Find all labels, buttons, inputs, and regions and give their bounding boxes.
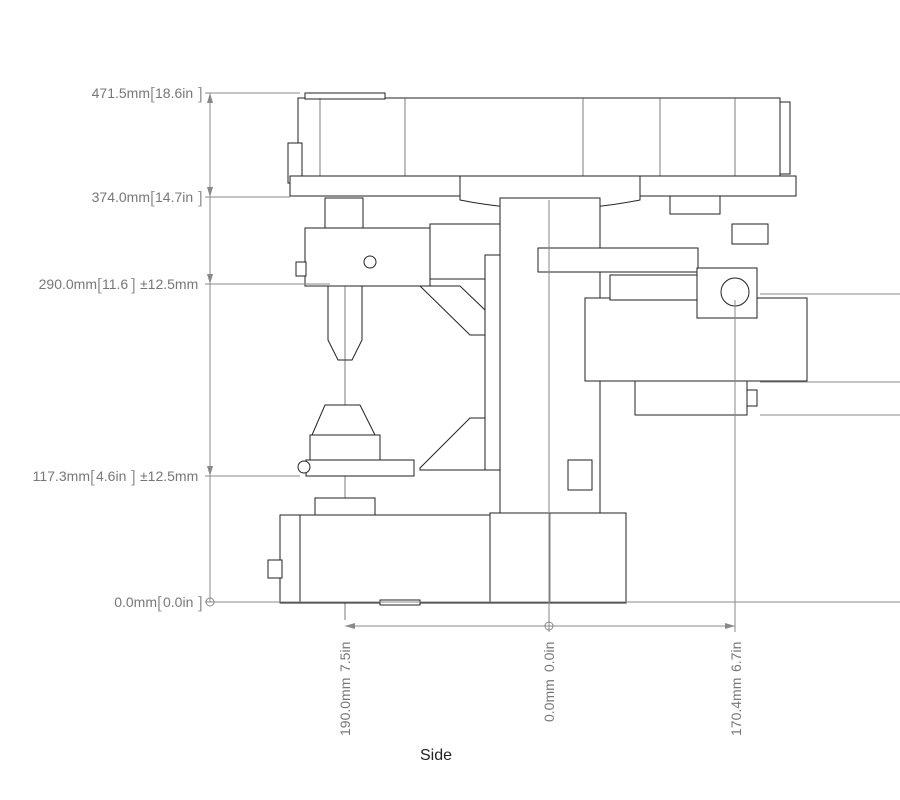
dimension-117-label: 117.3mm 4.6in [] ±12.5mm <box>33 467 199 486</box>
dimension-290-label: 290.0mm 11.6 [] ±12.5mm <box>39 275 199 294</box>
svg-text:±12.5mm: ±12.5mm <box>140 276 198 292</box>
instrument-outline <box>267 92 808 620</box>
dimension-170-label: 170.4mm 6.7in <box>728 642 744 736</box>
svg-text:]: ] <box>131 467 136 486</box>
svg-text:[: [ <box>157 593 162 612</box>
svg-text:6.7in: 6.7in <box>728 642 744 672</box>
svg-text:290.0mm: 290.0mm <box>39 276 97 292</box>
dimension-0-label: 0.0mm 0.0in [] <box>114 593 203 612</box>
dimension-190-label: 190.0mm 7.5in <box>337 642 353 736</box>
svg-text:[: [ <box>150 188 155 207</box>
svg-text:0.0in: 0.0in <box>541 642 557 672</box>
svg-text:[: [ <box>150 84 155 103</box>
svg-text:[: [ <box>97 275 102 294</box>
svg-text:±12.5mm: ±12.5mm <box>140 468 198 484</box>
svg-text:]: ] <box>198 593 203 612</box>
svg-text:117.3mm: 117.3mm <box>33 468 90 484</box>
svg-text:190.0mm: 190.0mm <box>337 678 353 736</box>
svg-text:471.5mm: 471.5mm <box>92 85 150 101</box>
extension-lines <box>205 92 900 632</box>
svg-text:0.0mm: 0.0mm <box>541 679 557 722</box>
svg-text:170.4mm: 170.4mm <box>728 678 744 736</box>
svg-text:374.0mm: 374.0mm <box>92 189 150 205</box>
svg-text:4.6in: 4.6in <box>96 468 126 484</box>
svg-text:14.7in: 14.7in <box>155 189 193 205</box>
view-title: Side <box>420 747 452 764</box>
svg-text:0.0in: 0.0in <box>163 594 193 610</box>
dimension-0h-label: 0.0mm 0.0in <box>541 642 557 722</box>
svg-text:]: ] <box>198 84 203 103</box>
svg-text:0.0mm: 0.0mm <box>114 594 157 610</box>
horizontal-dimension-line <box>345 621 735 631</box>
svg-text:]: ] <box>198 188 203 207</box>
svg-text:18.6in: 18.6in <box>155 85 193 101</box>
dimension-471-label: 471.5mm 18.6in [] <box>92 84 203 103</box>
vertical-dimension-line <box>205 93 215 607</box>
svg-text:[: [ <box>90 467 95 486</box>
svg-text:]: ] <box>131 275 136 294</box>
dimension-374-label: 374.0mm 14.7in [] <box>92 188 203 207</box>
svg-text:7.5in: 7.5in <box>337 642 353 672</box>
svg-text:11.6: 11.6 <box>102 276 128 292</box>
